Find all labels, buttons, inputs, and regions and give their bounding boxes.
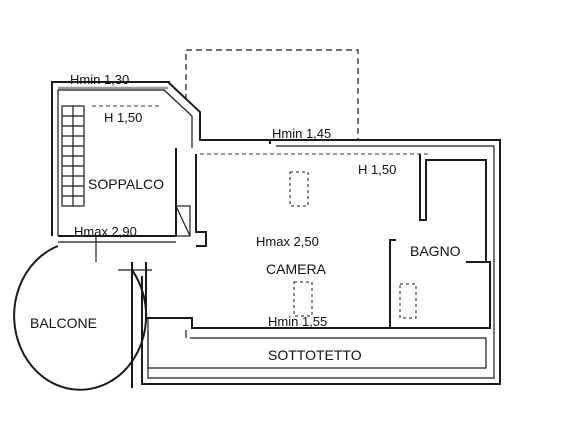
skylights — [289, 171, 417, 319]
label-hmin-camera-bottom: Hmin 1,55 — [268, 314, 327, 329]
label-bagno: BAGNO — [410, 243, 461, 259]
roof-outline-dashed — [185, 49, 359, 140]
label-camera: CAMERA — [266, 261, 327, 277]
skylight-camera-top — [289, 171, 309, 207]
label-sottotetto: SOTTOTETTO — [268, 347, 362, 363]
skylight-camera-bottom — [293, 281, 313, 317]
label-h-camera-right: H 1,50 — [358, 162, 396, 177]
label-hmax-soppalco: Hmax 2,90 — [74, 224, 137, 239]
soppalco-bottom — [58, 205, 191, 262]
label-hmin-soppalco: Hmin 1,30 — [70, 72, 129, 87]
label-balcone: BALCONE — [30, 315, 97, 331]
balcony — [13, 245, 152, 391]
skylight-bagno — [399, 283, 417, 319]
bagno-walls — [390, 154, 491, 329]
label-h-soppalco: H 1,50 — [104, 110, 142, 125]
soppalco-walls — [51, 81, 271, 236]
label-hmax-camera: Hmax 2,50 — [256, 234, 319, 249]
label-soppalco: SOPPALCO — [88, 176, 164, 192]
sottotetto-band — [147, 330, 487, 369]
stair-flight — [61, 105, 85, 207]
label-hmin-camera-top: Hmin 1,45 — [272, 126, 331, 141]
